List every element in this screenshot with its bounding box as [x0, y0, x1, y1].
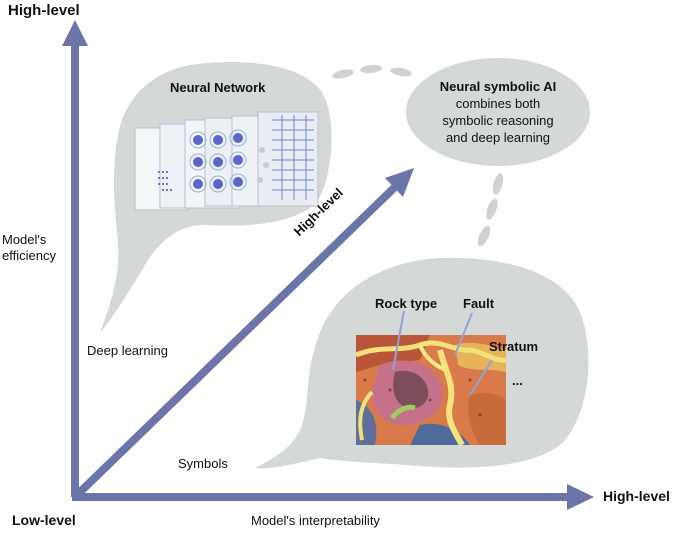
- x-axis-arrowhead: [567, 484, 594, 510]
- neural-symbolic-line1: combines both: [455, 96, 541, 111]
- deep-learning-caption: Deep learning: [87, 343, 168, 358]
- rock-type-label: Rock type: [375, 296, 438, 311]
- dashed-connector-top: [332, 64, 412, 79]
- y-axis-label-line1: Model's: [2, 232, 47, 247]
- y-axis-label: Model's efficiency: [2, 232, 56, 264]
- diagonal-axis-arrowhead: [385, 168, 414, 197]
- label-leader-lines: [392, 310, 493, 396]
- origin-label: Low-level: [12, 512, 76, 528]
- neural-symbolic-text: Neural symbolic AI combines both symboli…: [410, 78, 586, 146]
- neural-network-illustration: [134, 111, 319, 211]
- y-axis-top-label: High-level: [8, 2, 80, 19]
- neural-symbolic-title: Neural symbolic AI: [439, 79, 557, 94]
- x-axis-right-label: High-level: [603, 488, 670, 504]
- ellipsis-label: ...: [512, 373, 523, 388]
- neural-symbolic-line3: and deep learning: [445, 130, 551, 145]
- neural-symbolic-bubble: [406, 58, 590, 166]
- symbols-caption: Symbols: [178, 456, 228, 471]
- dashed-connector-right: [477, 173, 504, 247]
- neural-symbolic-line2: symbolic reasoning: [442, 113, 554, 128]
- x-axis-label: Model's interpretability: [251, 513, 380, 528]
- fault-label: Fault: [463, 296, 495, 311]
- axes: [62, 20, 594, 510]
- neural-network-title: Neural Network: [170, 80, 266, 95]
- geological-map-image: [356, 335, 506, 445]
- y-axis-arrowhead: [62, 20, 88, 46]
- stratum-label: Stratum: [489, 339, 539, 354]
- diagonal-axis: [74, 183, 399, 498]
- y-axis-label-line2: efficiency: [2, 248, 56, 263]
